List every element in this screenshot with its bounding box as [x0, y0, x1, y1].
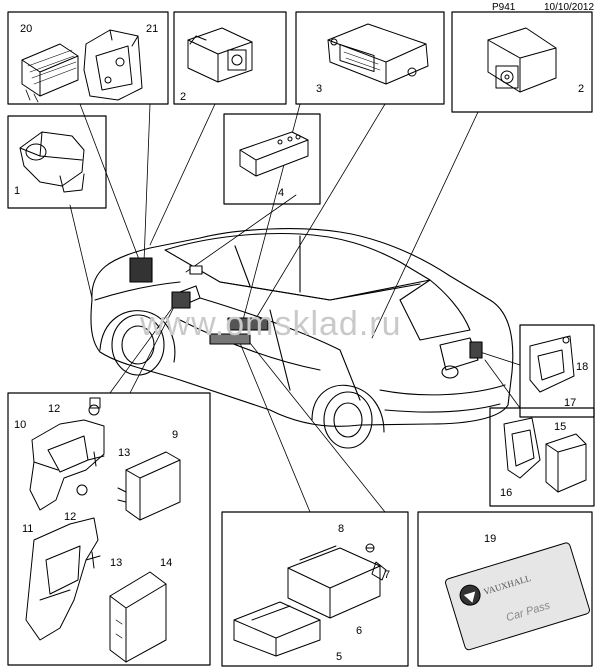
part-2-sensor [487, 27, 557, 93]
inset-2-right-frame [451, 11, 593, 113]
callout-2-left: 2 [180, 91, 186, 103]
callout-17: 17 [564, 397, 576, 409]
callout-1: 1 [14, 185, 20, 197]
watermark: www.omsklad.ru [140, 305, 402, 343]
part-13-bolt-bottom [85, 551, 101, 569]
part-7-clip [371, 561, 387, 581]
car-marker-20-21 [129, 257, 153, 283]
part-18-fastener [562, 336, 570, 344]
part-16-bracket [503, 417, 541, 479]
inset-9-14-frame [7, 392, 211, 666]
callout-12-bottom: 12 [64, 511, 76, 523]
figure-code: P941 [492, 2, 516, 13]
inset-20-21-frame [7, 11, 169, 105]
inset-17-18-frame [519, 324, 595, 418]
part-3-module [327, 23, 429, 85]
callout-13-bottom: 13 [110, 557, 122, 569]
inset-3-frame [295, 11, 445, 105]
callout-21: 21 [146, 23, 158, 35]
callout-19: 19 [484, 533, 496, 545]
inset-2-frame [173, 11, 287, 105]
callout-20: 20 [20, 23, 32, 35]
figure-date: 10/10/2012 [544, 2, 595, 13]
callout-4: 4 [278, 187, 284, 199]
callout-12-top: 12 [48, 403, 60, 415]
part-4-module [239, 131, 309, 177]
callout-14: 14 [160, 557, 172, 569]
leader-lines [69, 103, 521, 513]
callout-13-top: 13 [118, 447, 130, 459]
part-14-module [109, 571, 167, 663]
callout-10: 10 [14, 419, 26, 431]
part-21-bracket [83, 29, 143, 101]
callout-18: 18 [576, 361, 588, 373]
callout-3: 3 [316, 83, 322, 95]
callout-5: 5 [336, 651, 342, 663]
callout-2-right: 2 [578, 83, 584, 95]
callout-15: 15 [554, 421, 566, 433]
inset-19-frame [417, 511, 593, 667]
part-19-car-pass [445, 542, 590, 651]
inset-1-frame [7, 115, 107, 209]
callout-9: 9 [172, 429, 178, 441]
part-2-connector [187, 27, 253, 83]
part-17-bracket [529, 335, 575, 393]
car-outline [90, 228, 514, 449]
callout-6: 6 [356, 625, 362, 637]
part-13-bolt-top [87, 451, 105, 467]
part-11-bracket [25, 517, 99, 641]
part-20-module [21, 43, 79, 103]
callout-8: 8 [338, 523, 344, 535]
inset-4-frame [223, 113, 321, 205]
inset-15-16-frame [489, 407, 595, 507]
callout-7: 7 [384, 569, 390, 581]
part-15-module [545, 433, 587, 493]
part-1-sensor [19, 131, 85, 193]
callout-11: 11 [22, 523, 33, 535]
inset-frames [7, 11, 595, 667]
part-12-fastener [76, 404, 100, 496]
part-8-screw [365, 543, 375, 553]
part-5-module [233, 601, 321, 657]
part-6-housing [287, 545, 381, 619]
callout-16: 16 [500, 487, 512, 499]
part-9-module [117, 451, 181, 521]
inset-5-8-frame [221, 511, 409, 667]
